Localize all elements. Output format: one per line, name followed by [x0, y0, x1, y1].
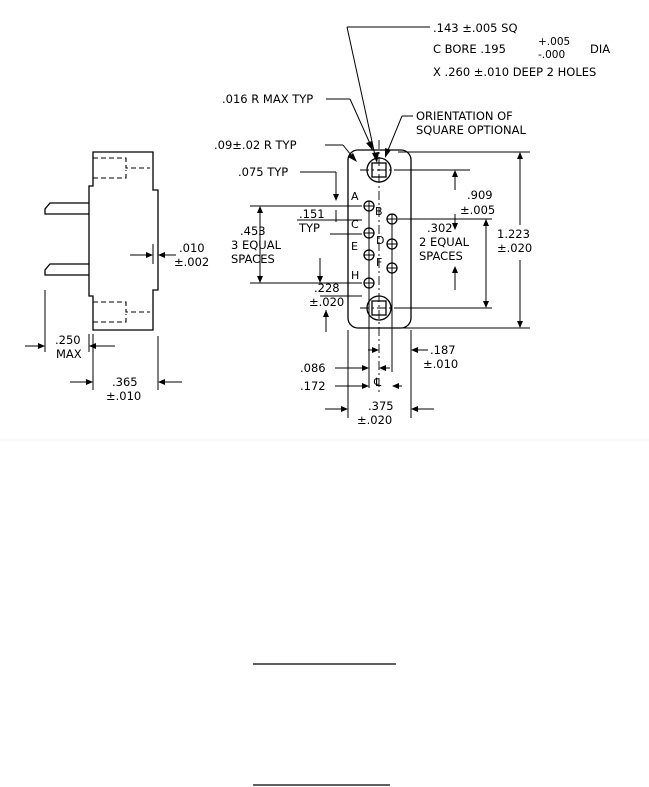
dim-010: .010 [179, 241, 205, 255]
callout-deep: X .260 ±.010 DEEP 2 HOLES [433, 65, 596, 79]
contact-label-d: D [376, 234, 384, 247]
centerline-symbol: ℄ [373, 375, 382, 389]
dim-187: .187 [430, 343, 456, 357]
front-view-body [347, 149, 412, 329]
contact-label-e: E [351, 240, 358, 253]
callout-orient-2: SQUARE OPTIONAL [416, 123, 526, 137]
callout-cbore-dia: DIA [590, 42, 610, 56]
dim-453-eq-2: SPACES [231, 252, 275, 266]
dim-302: .302 [427, 221, 453, 235]
dim-086: .086 [300, 361, 326, 375]
dim-453: .453 [240, 224, 266, 238]
contact-d [386, 238, 398, 250]
dim-302-eq-2: SPACES [419, 249, 463, 263]
dim-250-max: MAX [56, 347, 82, 361]
side-view: .010 ±.002 .250 MAX .365 ±.010 [25, 151, 209, 403]
side-view-pin-upper [44, 202, 89, 215]
dim-250: .250 [55, 333, 81, 347]
dim-151: .151 [299, 207, 325, 221]
dim-1223: 1.223 [497, 227, 530, 241]
contact-f [386, 262, 398, 274]
callout-075: .075 TYP [238, 165, 288, 179]
contact-a [363, 200, 375, 212]
contact-h [363, 277, 375, 289]
dim-228: .228 [314, 281, 340, 295]
contact-label-f: F [376, 256, 382, 269]
dim-302-eq-1: 2 EQUAL [419, 235, 470, 249]
callout-cbore-tol-plus: +.005 [538, 36, 570, 48]
contact-label-c: C [351, 218, 359, 231]
contact-label-b: B [375, 205, 383, 218]
dim-151-typ: TYP [298, 221, 320, 235]
side-view-hidden-bottom [93, 301, 150, 323]
contact-label-a: A [351, 190, 359, 203]
dim-375-tol: ±.020 [357, 413, 392, 427]
front-view: A B C D E F H .143 ±.005 SQ C BORE .195 … [214, 21, 610, 427]
contact-b [386, 213, 398, 225]
dim-365: .365 [112, 375, 138, 389]
callout-cbore-tol-minus: -.000 [538, 49, 565, 61]
dim-909-tol: ±.005 [460, 203, 495, 217]
contact-c [363, 227, 375, 239]
dim-453-eq-1: 3 EQUAL [231, 238, 282, 252]
dim-172: .172 [300, 379, 326, 393]
dim-010-tol: ±.002 [174, 255, 209, 269]
dim-187-tol: ±.010 [423, 357, 458, 371]
contact-e [363, 249, 375, 261]
dim-1223-tol: ±.020 [497, 241, 532, 255]
callout-r-max: .016 R MAX TYP [222, 92, 313, 106]
contact-label-h: H [351, 269, 359, 282]
dim-365-tol: ±.010 [106, 389, 141, 403]
callout-r-typ: .09±.02 R TYP [214, 138, 297, 152]
side-view-pin-lower [44, 263, 89, 276]
dim-228-tol: ±.020 [309, 295, 344, 309]
callout-orient-1: ORIENTATION OF [416, 109, 513, 123]
side-view-hidden-top [93, 157, 150, 179]
side-view-body [88, 151, 159, 331]
callout-sq: .143 ±.005 SQ [433, 21, 518, 35]
callout-cbore: C BORE .195 [433, 42, 506, 56]
dim-375: .375 [368, 399, 394, 413]
dim-909: .909 [467, 188, 493, 202]
